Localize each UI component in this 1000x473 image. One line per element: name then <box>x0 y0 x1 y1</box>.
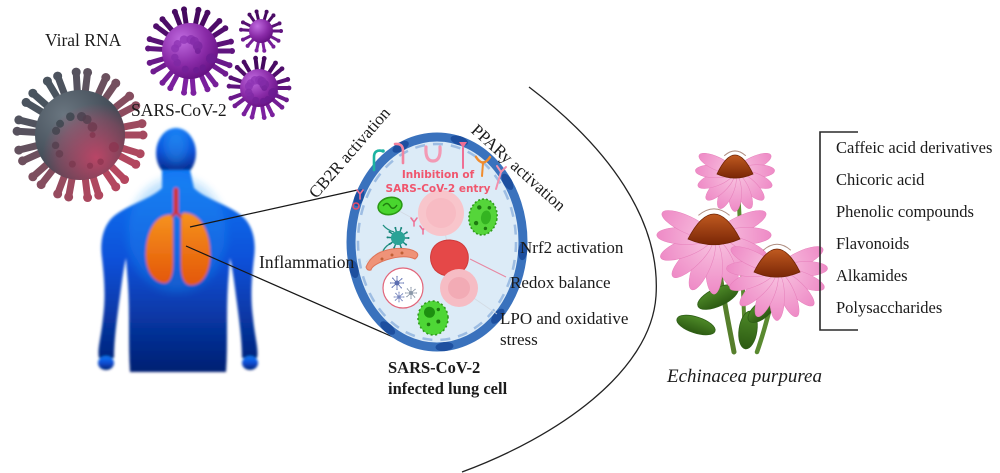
inhibition-line1: Inhibition of <box>401 169 475 181</box>
coneflower-icon <box>695 150 775 212</box>
green-immune-cell-icon <box>468 198 498 236</box>
species-name-label: Echinacea purpurea <box>667 366 822 387</box>
inhibition-line2: SARS-CoV-2 entry <box>385 182 491 195</box>
receptor-tip <box>381 149 385 153</box>
compound-item: Flavonoids <box>836 234 910 253</box>
viral-rna-label: Viral RNA <box>45 30 122 50</box>
cell-caption-line2: infected lung cell <box>388 379 508 398</box>
zoom-line-upper <box>189 186 372 228</box>
cell-caption: SARS-CoV-2 infected lung cell <box>388 357 507 399</box>
red-blob-icon <box>430 239 469 277</box>
sars-cov-2-label: SARS-CoV-2 <box>131 100 227 120</box>
infected-lung-cell-diagram <box>346 132 528 352</box>
echinacea-flowers-illustration <box>656 150 828 355</box>
cell-caption-line1: SARS-CoV-2 <box>388 358 481 377</box>
antenna-receptor-arms <box>496 165 507 173</box>
lungs-illustration <box>145 187 211 286</box>
body-left-hand <box>98 356 114 370</box>
virus-vacuole-icon <box>382 267 424 309</box>
u-receptor-icon <box>424 145 442 163</box>
compound-item: Polysaccharides <box>836 298 943 317</box>
grouping-curve <box>461 86 657 473</box>
cell-membrane-inner <box>356 142 518 342</box>
body-right-hand <box>242 356 258 370</box>
mini-antibody-icon <box>356 189 364 200</box>
green-immune-cell2-icon <box>417 300 449 336</box>
zoom-line-lower <box>185 245 403 342</box>
inhibition-note: Inhibition of SARS-CoV-2 entry <box>377 169 499 196</box>
left-lung <box>145 214 174 284</box>
compound-item: Chicoric acid <box>836 170 925 189</box>
pin-receptor-head <box>459 142 467 148</box>
green-organelle-icon <box>377 196 403 216</box>
cell-organelles <box>365 190 498 336</box>
coronavirus-illustration <box>12 67 148 203</box>
coneflower-icon <box>726 243 828 321</box>
lpo-stress-label: LPO and oxidative stress <box>500 309 629 350</box>
compound-item: Phenolic compounds <box>836 202 974 221</box>
mitochondria-icon <box>365 247 419 271</box>
compound-list-bracket <box>819 131 858 331</box>
antenna-receptor-icon <box>495 171 502 190</box>
inflammation-label: Inflammation <box>259 252 355 272</box>
right-lung <box>180 212 211 286</box>
human-body-illustration <box>98 128 258 372</box>
loop-receptor-icon <box>352 202 360 210</box>
virus-particle-icon <box>382 224 410 252</box>
compound-item: Caffeic acid derivatives <box>836 138 993 157</box>
hook-receptor-icon <box>393 142 405 165</box>
nrf2-activation-label: Nrf2 activation <box>520 238 624 257</box>
compound-item: Alkamides <box>836 266 908 285</box>
pink-vesicle-core <box>426 198 456 228</box>
viral-rna-particles-illustration <box>145 6 292 120</box>
orange-receptor-icon <box>481 162 484 177</box>
flower-leaves <box>676 284 777 350</box>
orange-receptor-cup <box>474 155 492 164</box>
head-glow <box>164 132 188 164</box>
membrane-receptors <box>352 142 507 210</box>
pink-vesicle2-core <box>448 277 470 299</box>
zoom-lines <box>185 186 403 342</box>
compound-list: Caffeic acid derivatives Chicoric acid P… <box>836 137 992 318</box>
redox-connector-line <box>469 258 507 278</box>
redox-balance-label: Redox balance <box>510 273 611 292</box>
